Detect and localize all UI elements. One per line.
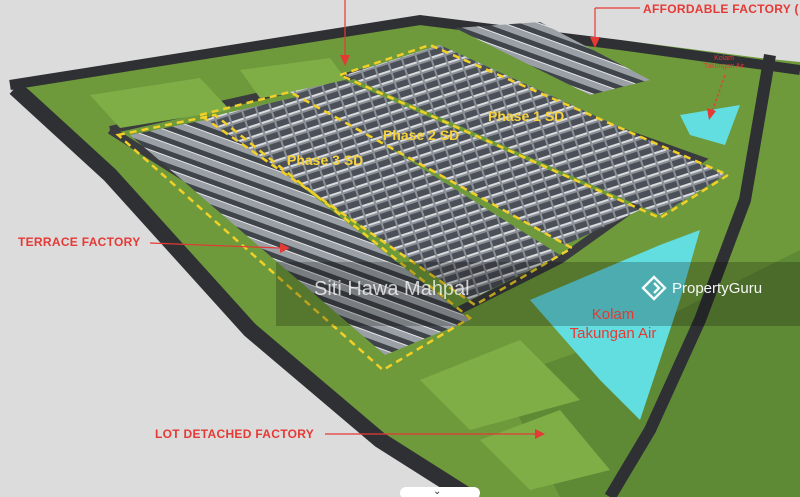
propertyguru-brand-name: PropertyGuru [672,279,763,297]
chevron-down-icon[interactable]: ⌄ [433,486,442,497]
phase3-label: Phase 3 SD [287,152,364,168]
terrace-factory-label: TERRACE FACTORY [18,235,141,249]
phase3-buildings [205,95,560,300]
phase1-boundary [336,43,731,220]
affordable-factory-block [455,22,650,95]
retention-pond-small [680,105,740,145]
lot-detached-factory-label: LOT DETACHED FACTORY [155,427,315,441]
arrow-head [280,243,290,253]
phase1-buildings [345,45,725,215]
phase2-label: Phase 2 SD [383,127,460,143]
arrow-head [340,55,350,66]
terrace-factory-block [130,118,470,355]
perimeter-road-right [604,53,776,497]
propertyguru-logo-icon [640,274,668,302]
watermark-band [276,262,800,326]
watermark-text: Siti Hawa Mahpal [314,278,470,300]
kolam-small-label: Kolam Takungan Air [695,55,753,71]
arrow-head [590,37,600,48]
field-patch [420,340,580,430]
kolam-big-line2: Takungan Air [569,325,657,342]
arrow-head [707,108,716,120]
kolam-small-line1: Kolam [714,55,734,62]
field-patch [480,410,610,490]
arrow-line [149,242,281,249]
field-patch [90,78,230,128]
kolam-big-label: Kolam Takungan Air [558,305,668,343]
bottom-tab [400,487,480,497]
kolam-small-line2: Takungan Air [703,63,745,70]
phase-boundary [197,90,575,307]
phase2-buildings [290,80,640,245]
arrow-head [535,429,545,439]
retention-pond-large [530,230,700,420]
affordable-factory-label: AFFORDABLE FACTORY ( [643,2,799,16]
propertyguru-watermark: PropertyGuru [640,274,762,302]
phase1-label: Phase 1 SD [488,108,565,124]
kolam-big-line1: Kolam [591,306,635,323]
terrace-boundary [115,113,473,372]
arrow-line [711,74,726,113]
perimeter-road-left [9,82,475,497]
